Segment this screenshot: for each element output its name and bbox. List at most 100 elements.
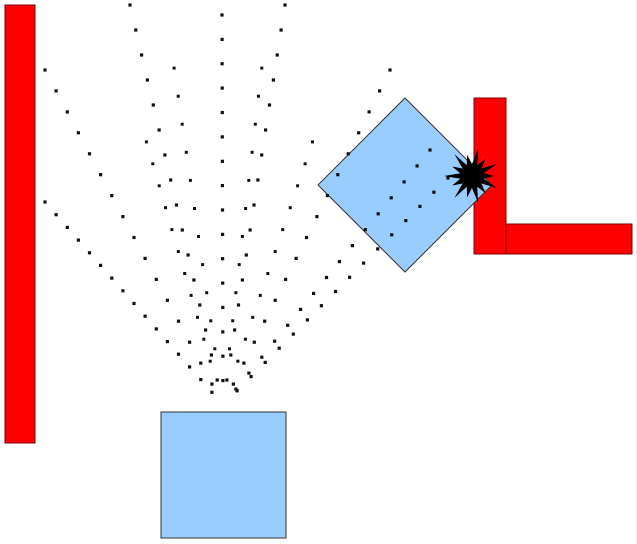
pellet [197,235,200,238]
pellet [184,150,188,154]
pellet [215,378,219,382]
pellet [319,304,323,308]
pellet [186,253,190,257]
pellet [151,103,155,107]
pellet [188,365,192,369]
pellet [389,196,393,200]
pellet [240,278,244,282]
pellet [163,153,167,157]
pellet [87,152,92,156]
pellet [404,219,408,223]
pellet [252,203,256,207]
pellet [236,359,240,363]
pellet [144,140,148,144]
pellet [220,110,224,115]
pellet [145,78,149,82]
pellet-spread [43,3,450,394]
pellet [376,247,380,251]
pellet [65,225,69,229]
pellet [128,3,132,7]
pellet [291,332,295,336]
pellet [284,277,288,281]
pellet [273,250,277,253]
pellet [154,327,158,331]
pellet [235,389,239,393]
pellet [312,291,316,295]
pellet [275,53,279,57]
pellet [248,228,252,232]
l-wall-horizontal [505,223,633,255]
pellet [201,263,205,267]
pellet [249,375,253,379]
pellet [303,162,307,166]
pellet [247,371,251,375]
pellet [233,328,237,332]
pellet [234,387,238,391]
pellet [176,319,181,323]
pellet [199,361,203,365]
pellet [250,150,254,154]
pellet [388,68,392,72]
pellet [208,359,212,363]
pellet [76,131,80,135]
pellet [140,53,144,57]
source-block [160,411,287,539]
pellet [87,251,92,255]
pellet [196,315,199,319]
pellet [247,178,251,182]
pellet [154,277,158,281]
pellet [143,256,147,260]
pellet [43,200,47,204]
pellet [236,303,241,307]
pellet [363,228,367,232]
pellet [367,110,371,114]
pellet [263,360,267,364]
pellet [134,28,138,32]
pellet [54,213,58,217]
pellet [220,159,224,163]
pellet [110,194,114,198]
pellet [221,354,225,358]
pellet [252,340,256,344]
pellet [65,110,69,114]
pellet [266,272,270,275]
pellet [325,194,329,198]
pellet [402,180,406,184]
pellet [99,173,103,177]
pellet [188,178,192,182]
pellet [244,253,248,257]
l-shaped-wall [473,97,633,255]
pellet [209,353,213,357]
pellet [271,78,275,82]
pellet [169,178,173,182]
pellet [253,122,257,126]
pellet [170,228,174,232]
pellet [193,207,196,210]
pellet [288,206,292,210]
pellet [99,263,103,267]
pellet [333,289,338,294]
pellet [264,128,268,132]
pellet [151,162,155,166]
pellet [311,140,314,144]
pellet [209,319,213,323]
pellet [221,257,225,261]
pellet [192,278,196,282]
pellet [415,164,419,168]
pellet [390,233,394,237]
pellet [348,275,352,279]
pellet [221,232,225,236]
pellet [350,244,354,248]
pellet [143,314,147,318]
pellet [221,305,225,310]
pellet [324,275,329,280]
pellet [110,276,114,280]
pellet [304,235,309,240]
pellet [263,319,267,323]
pellet [296,184,300,188]
pellet [260,66,264,70]
pellet [432,190,436,194]
pellet [225,378,229,382]
impact-burst-icon [444,148,498,204]
